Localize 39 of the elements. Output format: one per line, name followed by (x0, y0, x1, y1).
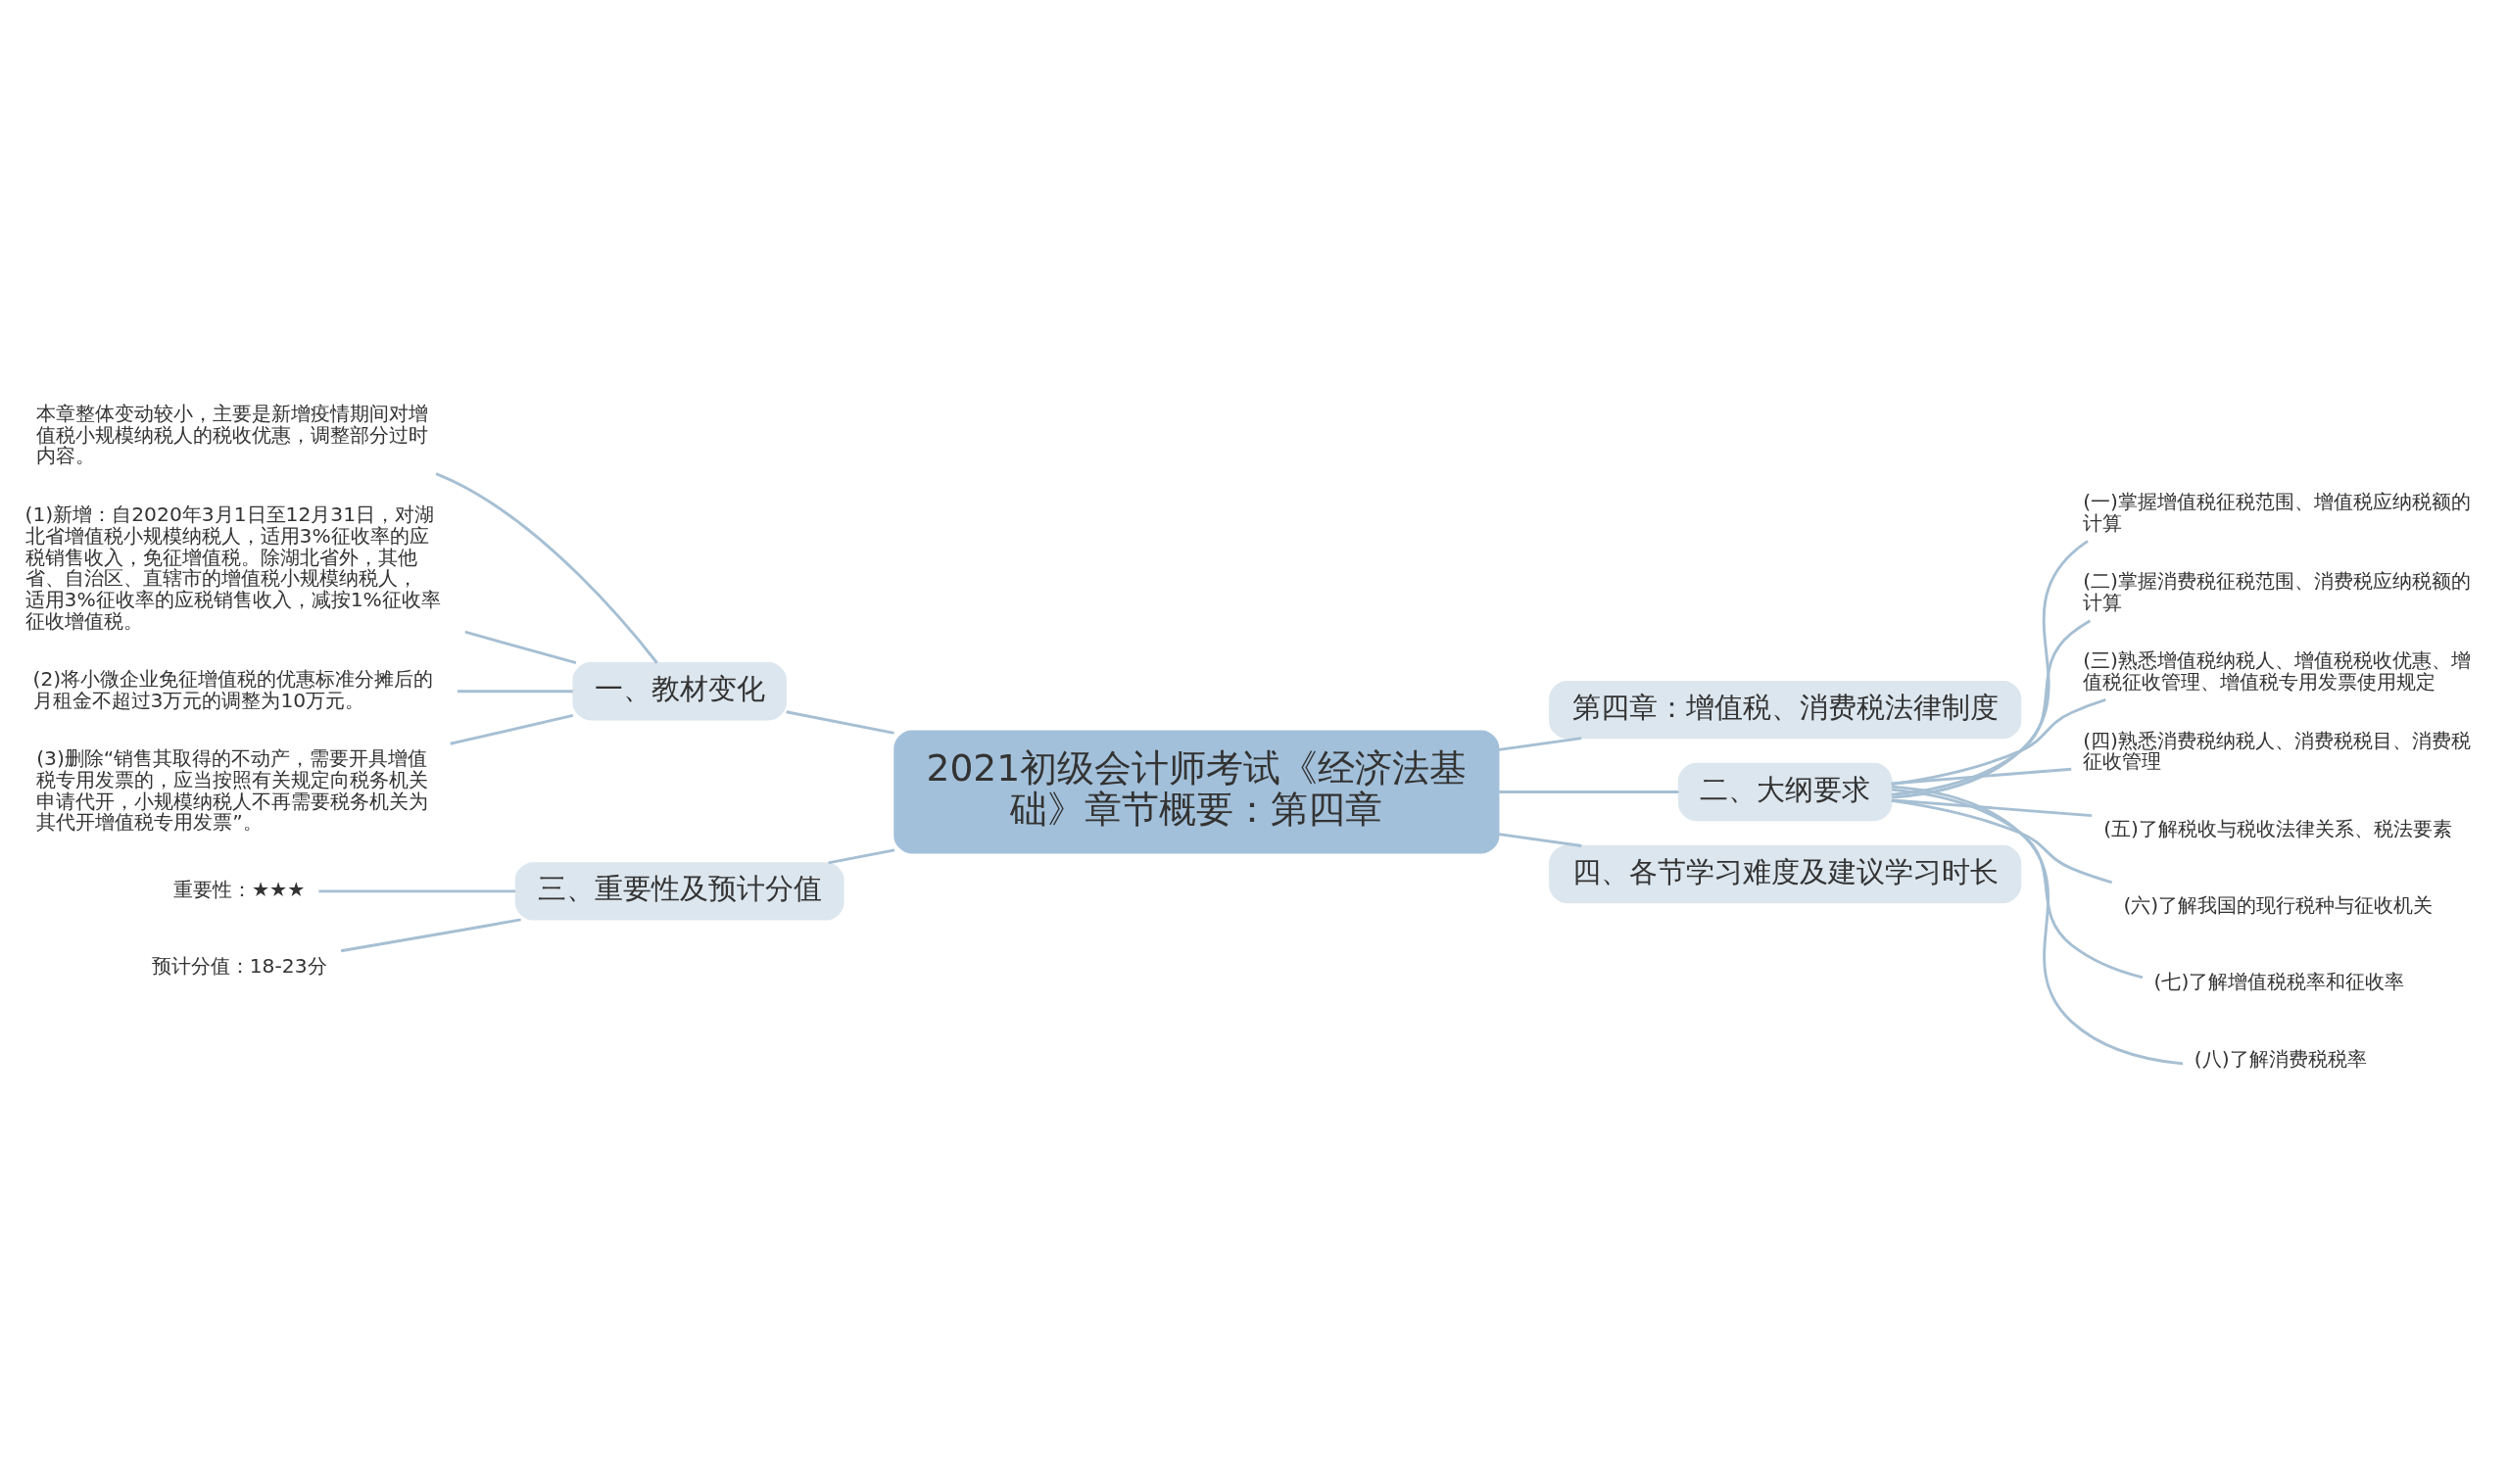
connector (786, 710, 894, 735)
connector (1891, 767, 2072, 786)
connector (1891, 619, 2092, 796)
node-box: 一、教材变化 (572, 662, 787, 721)
node-text: 重要性：★★★ (172, 878, 306, 902)
connector (1498, 833, 1582, 847)
connector (1891, 698, 2106, 786)
connector (340, 918, 521, 953)
connector (1891, 798, 2093, 818)
connector (450, 714, 574, 745)
node-box: 四、各节学习难度及建议学习时长 (1549, 844, 2022, 904)
connector (435, 472, 658, 664)
connector (464, 630, 577, 665)
connector (1891, 798, 2113, 885)
node-text: (3)删除“销售其取得的不动产，需要开具增值税专用发票的，应当按照有关规定向税务机关申请代开，小规模纳税人不再需要税务机关为其代开增值税专用发票”。 (36, 746, 429, 835)
connector (1891, 785, 2184, 1066)
connector (1892, 788, 2144, 980)
node-text: (1)新增：自2020年3月1日至12月31日，对湖北省增值税小规模纳税人，适用3%征收率的应税销售收入，免征增值税。除湖北省外，其他省、自治区、直辖市的增值税小规模纳税人，适用3%征收率的应税销售收入，减按1%征收率征收增值税。 (24, 503, 441, 633)
node-box: 第四章：增值税、消费税法律制度 (1549, 680, 2022, 740)
node-text: 预计分值：18-23分 (151, 954, 327, 979)
node-box: 2021初级会计师考试《经济法基础》章节概要：第四章 (893, 730, 1500, 854)
node-box: 二、大纲要求 (1677, 762, 1893, 822)
connector (318, 889, 516, 893)
node-text: (八)了解消费税税率 (2194, 1046, 2367, 1071)
node-text: (五)了解税收与税收法律关系、税法要素 (2103, 816, 2452, 840)
node-text: (七)了解增值税税率和征收率 (2153, 970, 2405, 994)
connector (457, 690, 573, 694)
node-text: 本章整体变动较小，主要是新增疫情期间对增值税小规模纳税人的税收优惠，调整部分过时内容。 (36, 401, 429, 468)
node-box: 三、重要性及预计分值 (514, 862, 844, 921)
connector (1498, 737, 1582, 751)
node-text: (四)熟悉消费税纳税人、消费税税目、消费税征收管理 (2083, 728, 2471, 774)
node-text: (六)了解我国的现行税种与征收机关 (2123, 893, 2434, 918)
connector (828, 848, 895, 865)
connector (1892, 540, 2089, 799)
connector (1499, 790, 1679, 793)
node-text: (一)掌握增值税征税范围、增值税应纳税额的计算 (2083, 490, 2471, 535)
node-text: (二)掌握消费税征税范围、消费税应纳税额的计算 (2083, 569, 2471, 615)
node-text: (2)将小微企业免征增值税的优惠标准分摊后的月租金不超过3万元的调整为10万元。 (32, 667, 434, 712)
node-text: (三)熟悉增值税纳税人、增值税税收优惠、增值税征收管理、增值税专用发票使用规定 (2083, 648, 2471, 694)
